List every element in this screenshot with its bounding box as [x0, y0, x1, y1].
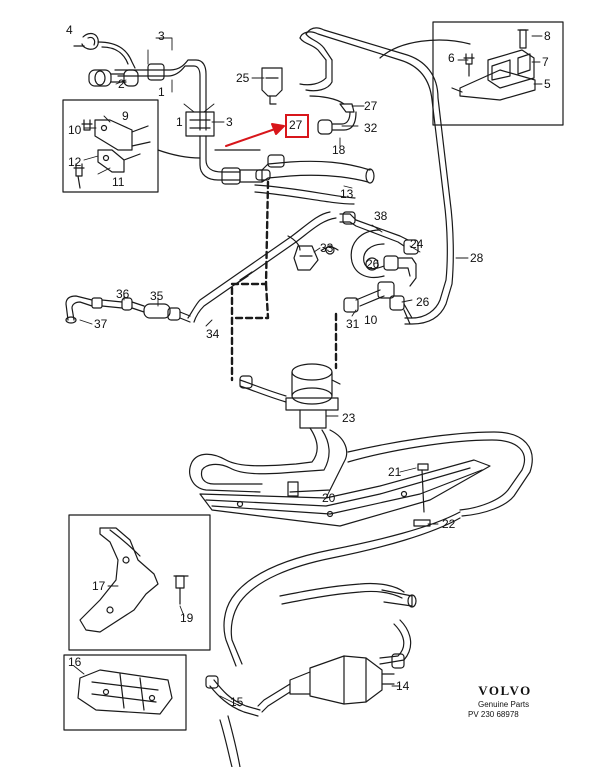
- bracket-inset-right: [451, 29, 536, 101]
- part-label-1-mid: 1: [176, 115, 183, 129]
- hose-assembly: [189, 427, 533, 517]
- part-label-20: 20: [322, 491, 336, 505]
- part-label-11: 11: [112, 175, 125, 189]
- part-label-16: 16: [68, 655, 82, 669]
- part-label-32: 32: [364, 121, 378, 135]
- part-label-36: 36: [116, 287, 130, 301]
- part-label-10-right: 10: [364, 313, 378, 327]
- part-label-1-top: 1: [158, 85, 165, 99]
- pump-23-drawing: [239, 363, 341, 429]
- part-label-8: 8: [544, 29, 551, 43]
- dashed-guides: [230, 180, 338, 382]
- connectors-middle: [287, 211, 419, 325]
- pipe-assembly-upper-left: [88, 41, 261, 181]
- part-label-38: 38: [374, 209, 388, 223]
- bracket-20-drawing: [199, 459, 491, 527]
- clip-4-drawing: [73, 32, 99, 50]
- part-label-19: 19: [180, 611, 194, 625]
- bracket-17-drawing: [79, 527, 189, 633]
- part-label-22: 22: [442, 517, 456, 531]
- part-label-28: 28: [470, 251, 484, 265]
- highlight-box: [285, 114, 309, 138]
- part-label-34: 34: [206, 327, 220, 341]
- part-label-12: 12: [68, 155, 82, 169]
- part-label-23: 23: [342, 411, 356, 425]
- part-label-21: 21: [388, 465, 402, 479]
- pipe-28: [299, 27, 471, 325]
- part-label-26-left: 26: [366, 257, 380, 271]
- part-label-37: 37: [94, 317, 108, 331]
- part-label-35: 35: [150, 289, 164, 303]
- part-label-24: 24: [410, 237, 424, 251]
- part-label-3-mid: 3: [226, 115, 233, 129]
- part-label-15: 15: [230, 695, 244, 709]
- part-label-7: 7: [542, 55, 549, 69]
- part-label-3-top: 3: [158, 29, 165, 43]
- part-label-10-inset: 10: [68, 123, 82, 137]
- highlight-arrow: [225, 123, 285, 147]
- part-label-27-highlighted: 27: [289, 118, 303, 132]
- part-label-31: 31: [346, 317, 360, 331]
- brand-logo: VOLVO: [478, 683, 532, 698]
- part-label-25: 25: [236, 71, 250, 85]
- part-label-2: 2: [118, 77, 125, 91]
- part-label-26-right: 26: [416, 295, 430, 309]
- fittings-left: [65, 295, 191, 324]
- part-label-33: 33: [320, 241, 334, 255]
- bracket-inset-drawing: [73, 119, 151, 189]
- part-label-9: 9: [122, 109, 129, 123]
- part-16-drawing: [77, 669, 173, 715]
- part-label-13: 13: [340, 187, 354, 201]
- part-label-18: 18: [332, 143, 346, 157]
- leader-lines: [73, 35, 543, 707]
- part-label-5: 5: [544, 77, 551, 91]
- part-label-14: 14: [396, 679, 410, 693]
- part-label-17: 17: [92, 579, 106, 593]
- pipe-34: [187, 211, 337, 323]
- filter-pipes: [205, 511, 461, 767]
- brand-subtitle: Genuine Parts: [478, 700, 530, 709]
- inset-boxes: [62, 21, 564, 731]
- part-label-27-top: 27: [364, 99, 378, 113]
- part-label-6: 6: [448, 51, 455, 65]
- diagram-code: PV 230 68978: [468, 710, 519, 719]
- part-label-4: 4: [66, 23, 73, 37]
